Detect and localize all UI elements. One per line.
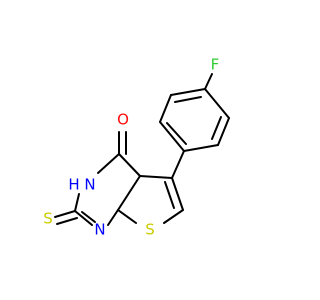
bond-aryl-link	[171, 150, 185, 179]
bond-th-1	[139, 175, 173, 179]
molecule-canvas: F O H N N S S	[43, 55, 230, 239]
bond-ar-1	[170, 88, 206, 96]
bond-ar-5-double	[211, 116, 222, 140]
bond-py-4	[74, 210, 93, 226]
atom-sulfur-ring: S	[145, 221, 155, 239]
bond-py-1	[118, 153, 141, 177]
bond-th-4	[117, 209, 137, 224]
bond-py-2	[97, 153, 120, 174]
bond-f-c	[204, 73, 213, 90]
atom-sulfur-thione: S	[43, 210, 53, 228]
structure-diagram: F O H N N S S	[43, 56, 230, 239]
bond-ar-5	[217, 117, 230, 146]
bond-py-3	[74, 193, 80, 212]
bond-cs	[54, 210, 76, 218]
bond-py-4-double	[81, 211, 96, 223]
bond-py-5	[107, 209, 119, 226]
bond-ar-3-double	[166, 122, 187, 145]
bond-ar-1-double	[174, 96, 202, 103]
bond-ar-6	[204, 88, 230, 119]
bond-ar-4	[183, 144, 219, 152]
atom-nh: H N	[68, 176, 95, 194]
atom-labels: F O H N N S S	[43, 56, 219, 239]
atom-nitrogen: N	[94, 221, 105, 239]
bonds	[54, 73, 230, 226]
bond-th-5	[117, 175, 141, 211]
bond-ar-3	[159, 121, 185, 152]
bond-th-2	[171, 177, 184, 211]
atom-oxygen: O	[117, 111, 129, 129]
bond-th-2-double	[164, 181, 175, 209]
atom-fluorine: F	[211, 56, 220, 74]
bond-cs-double	[56, 217, 78, 225]
bond-ar-2	[159, 94, 172, 123]
bond-th-3	[163, 209, 184, 224]
